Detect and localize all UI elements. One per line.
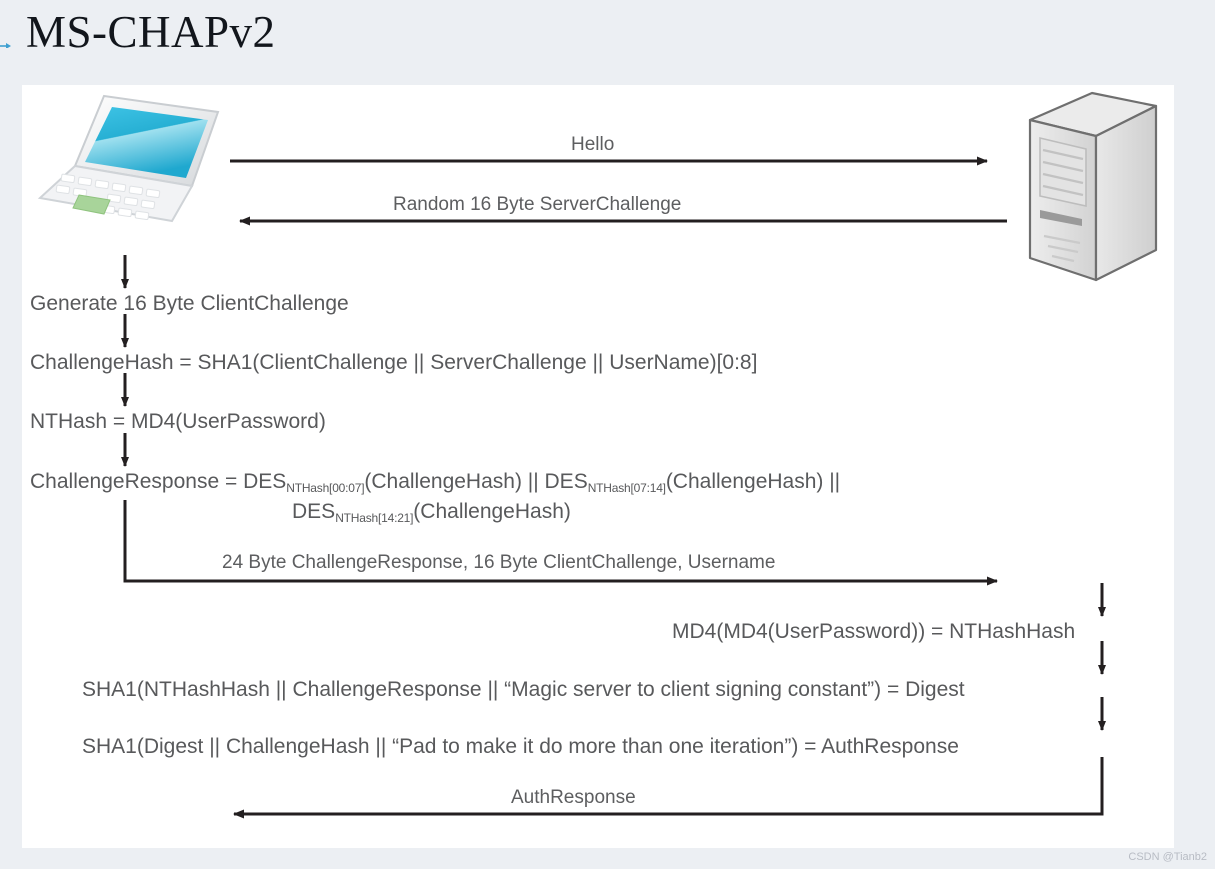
slide-bullet-icon (0, 38, 14, 48)
client-step-challenge-response-line2: DESNTHash[14:21](ChallengeHash) (292, 500, 571, 525)
challenge-response-prefix: ChallengeResponse = DES (30, 470, 287, 493)
message-label-auth-response: AuthResponse (511, 787, 636, 808)
challenge-response-line2-suffix: (ChallengeHash) (413, 500, 571, 523)
server-step-auth-response: SHA1(Digest || ChallengeHash || “Pad to … (82, 735, 959, 758)
client-step-generate-client-challenge: Generate 16 Byte ClientChallenge (30, 292, 349, 315)
challenge-response-line2-prefix: DES (292, 500, 336, 523)
server-step-digest: SHA1(NTHashHash || ChallengeResponse || … (82, 678, 965, 701)
client-step-nt-hash: NTHash = MD4(UserPassword) (30, 410, 326, 433)
page-title: MS-CHAPv2 (26, 7, 276, 57)
laptop-icon (32, 90, 242, 230)
message-label-server-challenge: Random 16 Byte ServerChallenge (393, 194, 682, 215)
msчap-diagram-panel: Hello Random 16 Byte ServerChallenge 24 … (22, 85, 1174, 848)
challenge-response-subscript-2: NTHash[07:14] (587, 481, 666, 495)
challenge-response-mid-1: (ChallengeHash) || DES (364, 470, 588, 493)
message-label-challenge-response: 24 Byte ChallengeResponse, 16 Byte Clien… (222, 552, 776, 573)
message-label-hello: Hello (571, 134, 615, 155)
client-step-challenge-response: ChallengeResponse = DESNTHash[00:07](Cha… (30, 470, 841, 495)
challenge-response-subscript-1: NTHash[00:07] (286, 481, 365, 495)
server-step-nt-hash-hash: MD4(MD4(UserPassword)) = NTHashHash (672, 620, 1076, 643)
csdn-watermark: CSDN @Tianb2 (1128, 851, 1207, 863)
flow-arrows (121, 156, 1106, 819)
client-step-challenge-hash: ChallengeHash = SHA1(ClientChallenge || … (30, 351, 758, 374)
challenge-response-mid-2: (ChallengeHash) || (665, 470, 841, 493)
server-tower-icon (1022, 90, 1172, 285)
challenge-response-subscript-3: NTHash[14:21] (335, 511, 414, 525)
